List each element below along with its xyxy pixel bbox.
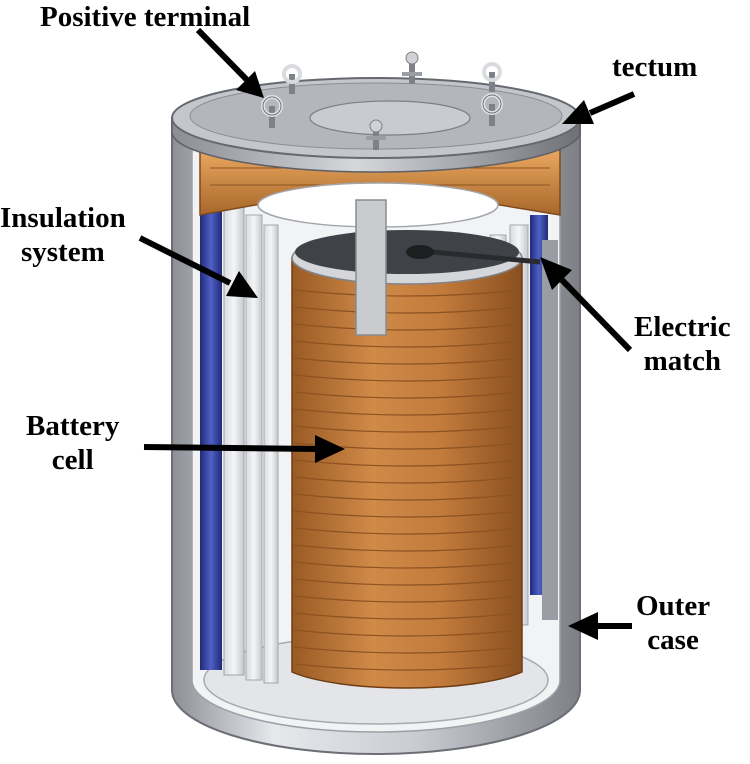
label-battery-line2: cell: [51, 444, 94, 476]
arrow-insulation: [138, 235, 258, 298]
arrow-electric-match: [540, 257, 633, 353]
coil-winding-line: [293, 493, 521, 501]
label-outer-case: Outer case: [636, 589, 710, 657]
coil-winding-line: [293, 510, 521, 518]
label-battery-line1: Battery: [26, 410, 120, 442]
callout-arrows: [138, 27, 636, 640]
arrow-positive-terminal: [195, 27, 264, 98]
coil-winding-line: [293, 629, 521, 637]
arrow-tectum: [562, 91, 636, 124]
label-positive-terminal: Positive terminal: [40, 1, 251, 33]
coil-winding-line: [293, 646, 521, 654]
coil-winding-line: [293, 476, 521, 484]
coil-winding-line: [293, 374, 521, 382]
label-insulation-system: Insulation system: [0, 201, 126, 269]
coil-winding-line: [293, 323, 521, 331]
arrow-battery-cell: [143, 435, 345, 463]
label-outer-line2: case: [647, 624, 699, 656]
coil-winding-line: [293, 306, 521, 314]
label-outer-line1: Outer: [636, 590, 711, 622]
label-electric-line2: match: [643, 345, 721, 377]
arrow-outer-case: [568, 612, 632, 640]
coil-winding-line: [293, 663, 521, 671]
label-battery-cell: Battery cell: [26, 409, 119, 477]
coil-winding-line: [293, 561, 521, 569]
coil-winding-line: [293, 391, 521, 399]
coil-winding-line: [293, 289, 521, 297]
coil-winding-line: [293, 578, 521, 586]
label-electric-line1: Electric: [634, 311, 731, 343]
coil-winding-line: [293, 459, 521, 467]
coil-winding-line: [293, 612, 521, 620]
coil-winding-line: [293, 340, 521, 348]
label-insulation-line2: system: [20, 236, 105, 268]
coil-winding-line: [293, 544, 521, 552]
label-tectum: tectum: [612, 51, 698, 83]
coil-winding-line: [293, 527, 521, 535]
coil-winding-line: [293, 595, 521, 603]
positive-terminal-posts: [261, 51, 503, 150]
label-electric-match: Electric match: [634, 310, 731, 378]
coil-winding-line: [293, 408, 521, 416]
label-insulation-line1: Insulation: [0, 202, 126, 234]
coil-winding-line: [293, 425, 521, 433]
battery-cell-coil: [291, 199, 541, 689]
coil-winding-line: [293, 357, 521, 365]
